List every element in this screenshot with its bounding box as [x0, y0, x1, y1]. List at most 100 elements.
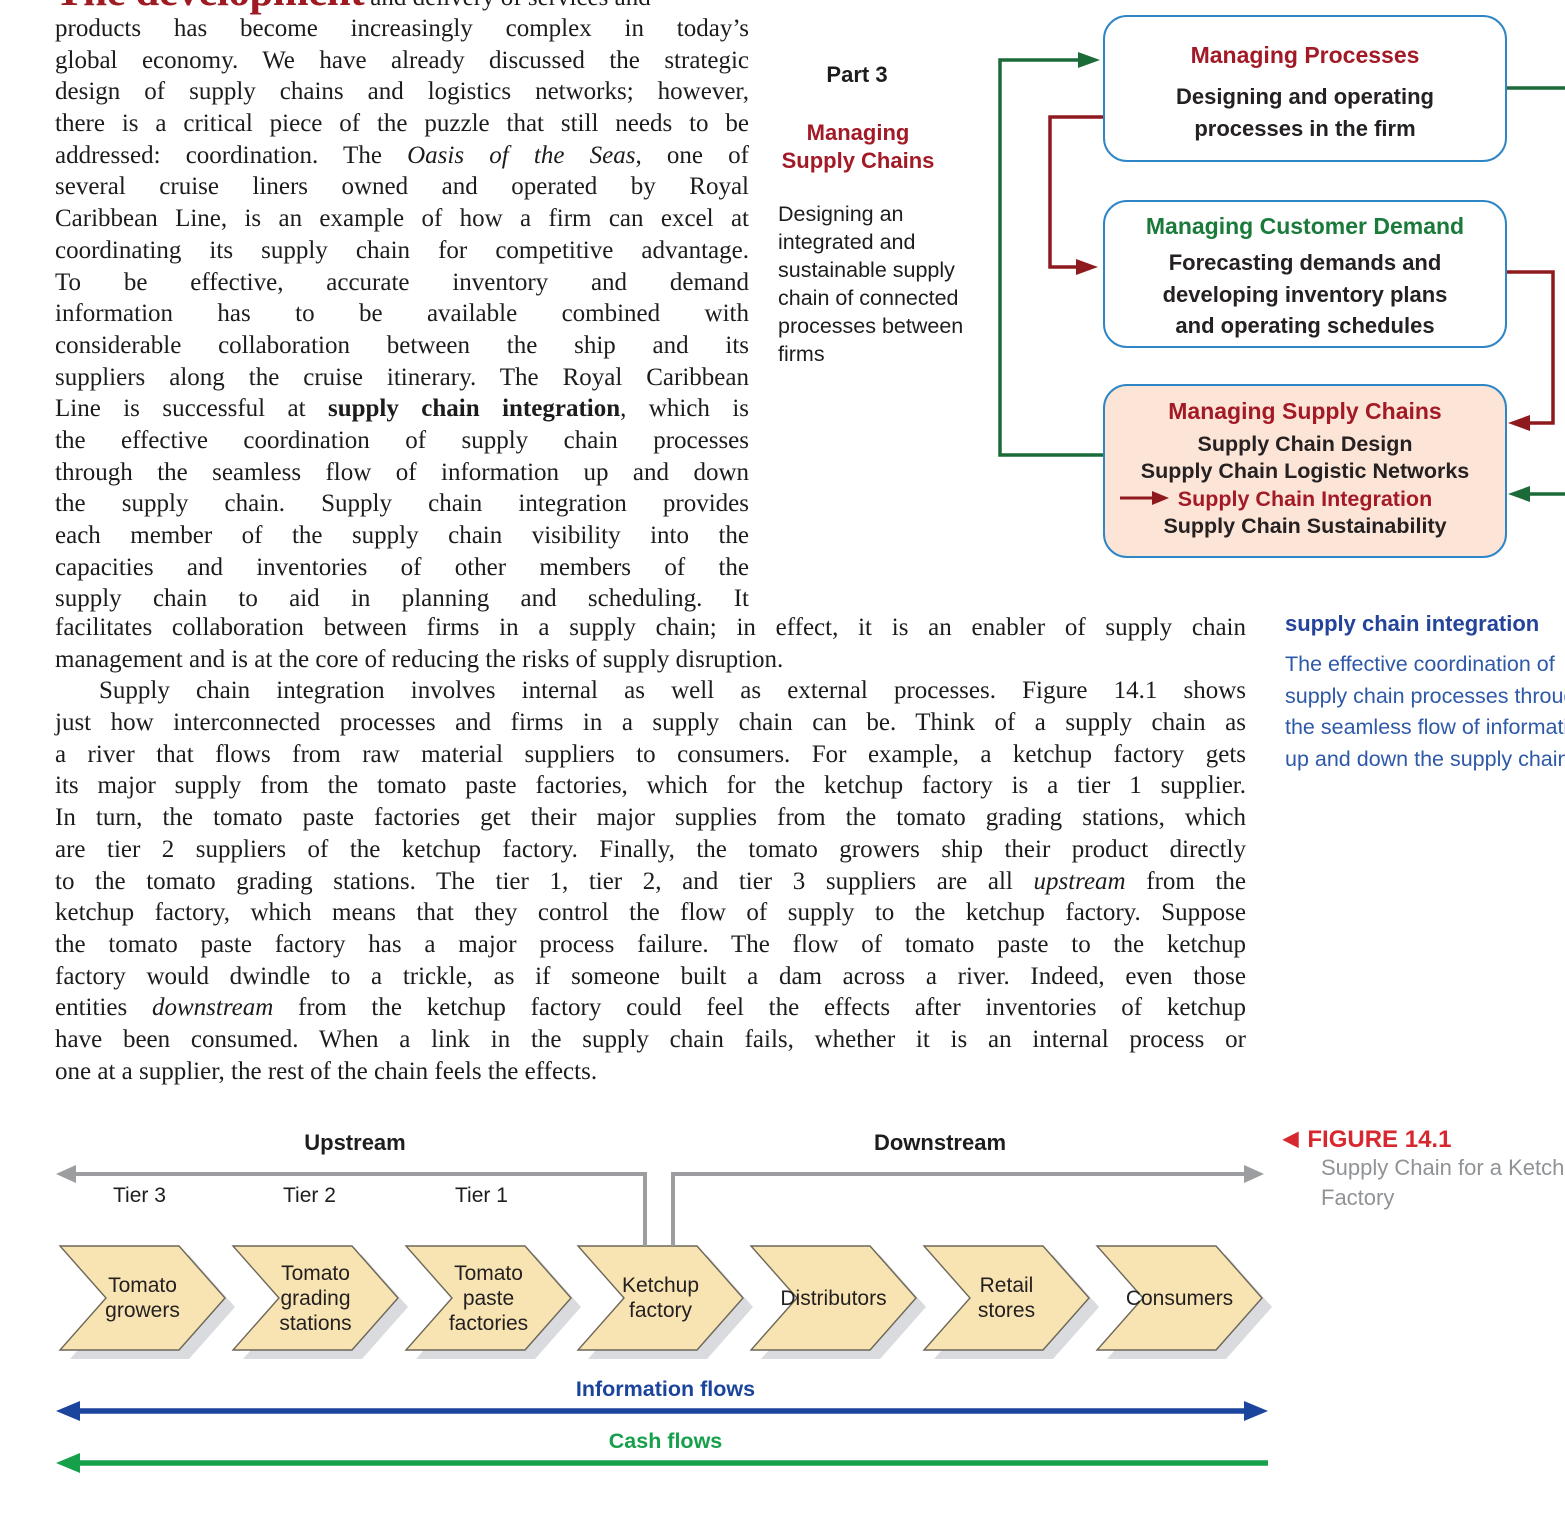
- part-description-line: sustainable supply: [778, 258, 955, 282]
- red-connector-right-arrowhead: [1508, 415, 1530, 431]
- upstream-label: Upstream: [304, 1130, 406, 1155]
- stream-arrows: [74, 1172, 1246, 1246]
- text-line: several cruise liners owned and operated…: [55, 173, 749, 201]
- upstream-arrowhead: [56, 1165, 76, 1183]
- managing-supply-chains-box: Managing Supply Chains Supply Chain Desi…: [1103, 384, 1507, 558]
- box-item: Supply Chain Design: [1197, 432, 1413, 456]
- margin-note-line: The effective coordination of: [1285, 652, 1555, 676]
- information-flow-left-arrowhead: [56, 1401, 80, 1421]
- green-connector-left: [998, 58, 1103, 457]
- chevron-label-line: grading: [280, 1286, 351, 1310]
- text-line: To be effective, accurate inventory and …: [55, 268, 749, 296]
- tier-1-label: Tier 1: [455, 1184, 508, 1207]
- red-connector-right: [1507, 270, 1555, 425]
- part-title-line: Managing: [806, 120, 910, 145]
- tier-3-label: Tier 3: [113, 1184, 166, 1207]
- text-line: supply chain to aid in planning and sche…: [55, 585, 749, 613]
- margin-note-line: the seamless flow of information: [1285, 715, 1565, 739]
- chevron-label-line: Consumers: [1125, 1286, 1234, 1310]
- text-line: factory would dwindle to a trickle, as i…: [55, 962, 1246, 990]
- margin-note-line: up and down the supply chain: [1285, 746, 1565, 771]
- cash-flow-arrowhead: [56, 1453, 80, 1473]
- chevron-label-consumers: Consumers: [1107, 1246, 1252, 1350]
- margin-note: supply chain integration The effective c…: [1285, 611, 1565, 775]
- text-line: coordinating its supply chain for compet…: [55, 236, 749, 264]
- text-line: to the tomato grading stations. The tier…: [55, 867, 1246, 895]
- part-description-line: integrated and: [778, 230, 916, 254]
- red-connector-left-arrowhead: [1076, 259, 1098, 275]
- downstream-label: Downstream: [873, 1130, 1007, 1155]
- downstream-arrowhead: [1244, 1165, 1264, 1183]
- box-body-line: and operating schedules: [1175, 313, 1435, 338]
- chevron-label-line: growers: [105, 1299, 180, 1322]
- text-line: the supply chain. Supply chain integrati…: [55, 490, 749, 518]
- chevron-label-line: factories: [448, 1311, 529, 1335]
- figure-caption-line: Factory: [1321, 1185, 1395, 1210]
- chevron-label-line: stores: [977, 1299, 1036, 1322]
- paragraph-1: products has become increasingly complex…: [55, 13, 749, 615]
- box-body-line: developing inventory plans: [1162, 281, 1448, 307]
- text-line: entities downstream from the ketchup fac…: [55, 994, 1246, 1022]
- part-description-line: chain of connected: [778, 286, 959, 310]
- text-line: addressed: coordination. The Oasis of th…: [55, 141, 749, 169]
- text-line: considerable collaboration between the s…: [55, 331, 749, 359]
- box-body-line: Designing and operating: [1176, 84, 1434, 109]
- text-line: one at a supplier, the rest of the chain…: [55, 1057, 598, 1085]
- text-line: through the seamless flow of information…: [55, 458, 749, 486]
- text-line: design of supply chains and logistics ne…: [55, 78, 749, 106]
- text-line: the effective coordination of supply cha…: [55, 426, 749, 454]
- opening-line: The development and delivery of services…: [55, 0, 815, 23]
- margin-note-definition: The effective coordination of supply chai…: [1285, 649, 1565, 775]
- box-items: Supply Chain Design Supply Chain Logisti…: [1105, 431, 1505, 540]
- text-line: products has become increasingly complex…: [55, 15, 749, 42]
- opening-line-rest: and delivery of services and: [364, 0, 650, 11]
- part-description-line: firms: [778, 342, 825, 366]
- downstream-arrow-line: [671, 1172, 1246, 1246]
- tier-2-label: Tier 2: [283, 1184, 336, 1207]
- chevron-label-line: Retail: [979, 1274, 1034, 1297]
- text-line: Supply chain integration involves intern…: [99, 677, 1246, 705]
- part-description-line: Designing an: [778, 202, 904, 226]
- chevron-label-line: stations: [279, 1311, 352, 1335]
- text-line: global economy. We have already discusse…: [55, 46, 749, 74]
- part-description-line: processes between: [778, 314, 964, 338]
- text-line: ketchup factory, which means that they c…: [55, 899, 1246, 927]
- cash-flows-label: Cash flows: [608, 1429, 723, 1453]
- margin-note-line: supply chain processes through: [1285, 683, 1565, 708]
- figure-reference: ◀FIGURE 14.1: [1283, 1126, 1451, 1154]
- chevron-label-distributors: Distributors: [761, 1246, 906, 1350]
- text-line: Caribbean Line, is an example of how a f…: [55, 205, 749, 233]
- box-body-line: Forecasting demands and: [1168, 250, 1442, 275]
- box-title: Managing Customer Demand: [1145, 213, 1465, 239]
- managing-processes-box: Managing Processes Designing and operati…: [1103, 15, 1507, 162]
- chevron-label-line: factory: [628, 1299, 693, 1322]
- green-connector-left-arrowhead: [1078, 52, 1100, 68]
- text-line: information has to be available combined…: [55, 300, 749, 328]
- part-title-line: Supply Chains: [781, 148, 935, 173]
- text-line: capacities and inventories of other memb…: [55, 553, 749, 581]
- chevron-label-line: Distributors: [780, 1286, 887, 1310]
- box-title: Managing Supply Chains: [1168, 398, 1442, 424]
- chapter-lead-text: The development: [55, 0, 365, 15]
- text-line: just how interconnected processes and fi…: [55, 709, 1246, 737]
- red-connector-left: [1048, 115, 1103, 269]
- text-line: Line is successful at supply chain integ…: [55, 395, 749, 423]
- information-flow-right-arrowhead: [1244, 1401, 1268, 1421]
- text-line: are tier 2 suppliers of the ketchup fact…: [55, 835, 1246, 863]
- text-line: there is a critical piece of the puzzle …: [55, 110, 749, 138]
- figure-pointer-icon: ◀: [1283, 1128, 1299, 1150]
- box-title: Managing Processes: [1190, 42, 1420, 68]
- text-line: In turn, the tomato paste factories get …: [55, 804, 1246, 832]
- box-item: Supply Chain Sustainability: [1163, 513, 1447, 538]
- information-flows-label: Information flows: [575, 1377, 756, 1401]
- part-label: Part 3: [826, 62, 888, 87]
- chevron-label-line: paste: [462, 1286, 515, 1310]
- text-line: the tomato paste factory has a major pro…: [55, 930, 1246, 958]
- text-line: a river that flows from raw material sup…: [55, 740, 1246, 768]
- figure-caption-line: Supply Chain for a Ketchup: [1321, 1155, 1565, 1180]
